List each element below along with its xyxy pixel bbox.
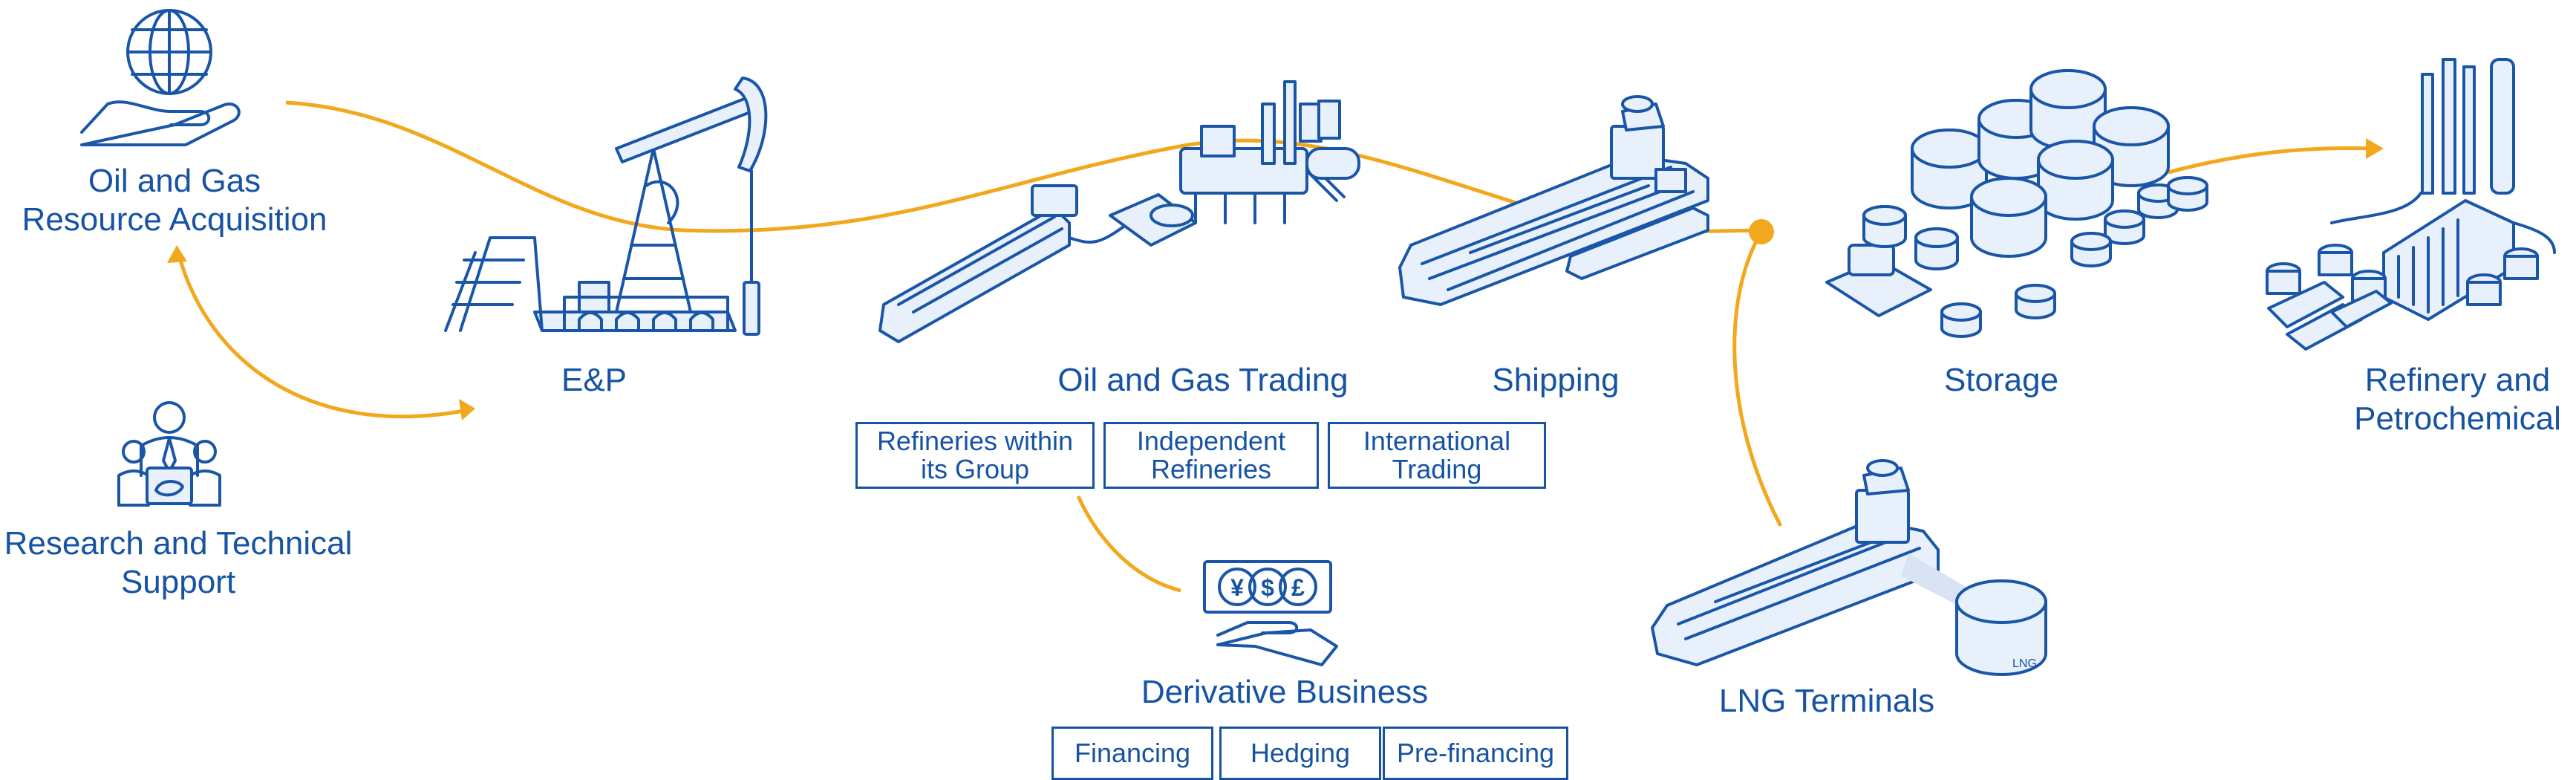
flow-storage-to-refinery	[2168, 146, 2373, 175]
label-derivative-business: Derivative Business	[1141, 674, 1429, 710]
box-hedging: Hedging	[1219, 727, 1381, 780]
junction-dot	[1749, 219, 1774, 244]
label-ep: E&P	[561, 362, 627, 398]
flow-research-resource	[176, 252, 465, 419]
pound-symbol: £	[1291, 574, 1305, 601]
box-financing: Financing	[1051, 727, 1213, 780]
flow-trading-derivative	[1076, 495, 1181, 593]
small-tanks	[1862, 176, 2208, 338]
dollar-symbol: $	[1261, 574, 1274, 601]
box-refineries-within-group: Refineries within its Group	[855, 422, 1095, 489]
box-international-trading: International Trading	[1328, 422, 1546, 489]
arrowhead-ep	[459, 399, 475, 420]
storage-tanks-icon	[1825, 69, 2208, 338]
label-resource-acquisition: Oil and Gas Resource Acquisition	[22, 163, 327, 238]
arrowhead-refinery	[2366, 138, 2384, 159]
globe-hand-icon	[80, 9, 241, 146]
tanker-terminal-icon	[878, 80, 1360, 343]
label-research-support: Research and Technical Support	[4, 525, 353, 600]
lng-tank-label: LNG	[2012, 657, 2037, 670]
money-hand-icon: ¥ $ £	[1203, 560, 1338, 666]
yen-symbol: ¥	[1230, 574, 1244, 601]
lng-carrier-icon: LNG	[1651, 459, 2047, 676]
label-refinery: Refinery and Petrochemical	[2354, 362, 2561, 437]
label-storage: Storage	[1943, 362, 2059, 398]
oil-tanker-icon	[1398, 95, 1709, 306]
label-oil-gas-trading: Oil and Gas Trading	[1057, 362, 1349, 398]
label-lng-terminals: LNG Terminals	[1718, 683, 1935, 719]
pumpjack-icon	[444, 77, 768, 336]
refinery-icon	[2266, 58, 2556, 351]
label-shipping: Shipping	[1492, 362, 1620, 398]
box-pre-financing: Pre-financing	[1383, 727, 1568, 780]
arrowhead-resource	[167, 245, 187, 263]
big-tanks	[1911, 69, 2170, 258]
researcher-icon	[117, 401, 221, 507]
flow-lng-branch	[1732, 230, 1783, 527]
box-independent-refineries: Independent Refineries	[1103, 422, 1319, 489]
